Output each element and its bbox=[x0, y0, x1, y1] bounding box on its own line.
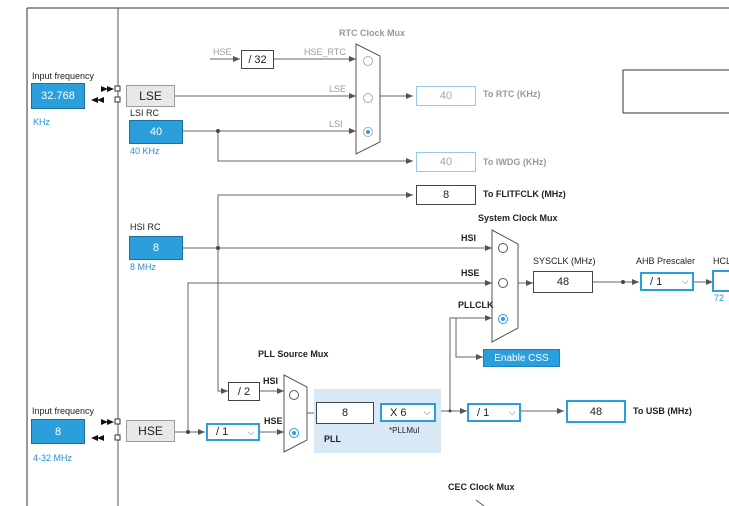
enable-css-button[interactable]: Enable CSS bbox=[483, 349, 560, 367]
sys-hsi-label: HSI bbox=[461, 233, 477, 243]
pll-input-value: 8 bbox=[316, 402, 374, 424]
pll-hse-label: HSE bbox=[264, 416, 283, 426]
pll-radio-hsi[interactable] bbox=[289, 390, 299, 400]
lse-input-unit: KHz bbox=[33, 117, 51, 127]
hclk-value[interactable] bbox=[712, 270, 729, 292]
chevron-down-icon: ⌵ bbox=[423, 407, 431, 417]
usb-prescaler-select[interactable]: / 1 ⌵ bbox=[467, 403, 521, 422]
rtc-output-label: To RTC (KHz) bbox=[483, 89, 541, 99]
rtc-mux-title: RTC Clock Mux bbox=[339, 28, 406, 38]
sys-radio-pllclk[interactable] bbox=[498, 314, 508, 324]
sys-hse-label: HSE bbox=[461, 268, 480, 278]
chevron-down-icon: ⌵ bbox=[508, 407, 516, 417]
pll-mux-title: PLL Source Mux bbox=[258, 349, 329, 359]
rtc-lse-label: LSE bbox=[329, 84, 347, 94]
chevron-down-icon: ⌵ bbox=[681, 276, 689, 286]
rtc-hse-label: HSE bbox=[213, 47, 232, 57]
hse-input-title: Input frequency bbox=[32, 406, 95, 416]
pll-hsi-divider: / 2 bbox=[228, 382, 260, 401]
rtc-hse-divider: / 32 bbox=[241, 50, 274, 69]
sys-radio-hse[interactable] bbox=[498, 278, 508, 288]
hse-oscillator[interactable]: HSE bbox=[126, 420, 175, 442]
ahb-label: AHB Prescaler bbox=[636, 256, 696, 266]
usb-output-value[interactable]: 48 bbox=[566, 400, 626, 423]
pll-multiplier-select[interactable]: X 6 ⌵ bbox=[380, 403, 436, 422]
chevron-down-icon: ⌵ bbox=[247, 426, 255, 437]
system-mux-title: System Clock Mux bbox=[478, 213, 558, 223]
rtc-lsi-label: LSI bbox=[329, 119, 343, 129]
hse-input-range: 4-32 MHz bbox=[33, 453, 73, 463]
rtc-radio-lsi[interactable] bbox=[363, 127, 373, 137]
pll-label: PLL bbox=[324, 434, 341, 444]
hsi-value[interactable]: 8 bbox=[129, 236, 183, 260]
ahb-prescaler-select[interactable]: / 1 ⌵ bbox=[640, 272, 694, 291]
flitfclk-output-value: 8 bbox=[416, 185, 476, 205]
pll-multiplier-value: X 6 bbox=[390, 406, 407, 419]
hse-input-frequency[interactable]: 8 bbox=[31, 419, 85, 444]
hse-prediv-value: / 1 bbox=[216, 426, 229, 438]
usb-prescaler-value: / 1 bbox=[477, 406, 490, 419]
lsi-value[interactable]: 40 bbox=[129, 120, 183, 144]
sys-pllclk-label: PLLCLK bbox=[458, 300, 494, 310]
pll-hsi-label: HSI bbox=[263, 376, 279, 386]
rtc-output-value: 40 bbox=[416, 86, 476, 106]
sys-radio-hsi[interactable] bbox=[498, 243, 508, 253]
hsi-sub: 8 MHz bbox=[130, 262, 157, 272]
flitfclk-output-label: To FLITFCLK (MHz) bbox=[483, 189, 566, 199]
lse-input-title: Input frequency bbox=[32, 71, 95, 81]
hse-prediv-select[interactable]: / 1 ⌵ bbox=[206, 423, 260, 441]
usb-output-label: To USB (MHz) bbox=[633, 406, 692, 416]
rtc-radio-hse[interactable] bbox=[363, 56, 373, 66]
lsi-sub: 40 KHz bbox=[130, 146, 160, 156]
iwdg-output-label: To IWDG (KHz) bbox=[483, 157, 547, 167]
cec-mux-title: CEC Clock Mux bbox=[448, 482, 515, 492]
pll-radio-hse[interactable] bbox=[289, 428, 299, 438]
lse-oscillator[interactable]: LSE bbox=[126, 85, 175, 107]
pll-mul-label: *PLLMul bbox=[389, 426, 420, 435]
rtc-hse-rtc-label: HSE_RTC bbox=[304, 47, 346, 57]
ahb-prescaler-value: / 1 bbox=[650, 275, 663, 288]
iwdg-output-value: 40 bbox=[416, 152, 476, 172]
sysclk-value[interactable]: 48 bbox=[533, 271, 593, 293]
lse-input-frequency[interactable]: 32.768 bbox=[31, 83, 85, 109]
lsi-title: LSI RC bbox=[130, 108, 160, 118]
hclk-sub: 72 bbox=[714, 293, 725, 303]
hsi-title: HSI RC bbox=[130, 222, 161, 232]
rtc-radio-lse[interactable] bbox=[363, 93, 373, 103]
hclk-label: HCL bbox=[713, 256, 729, 266]
sysclk-label: SYSCLK (MHz) bbox=[533, 256, 596, 266]
